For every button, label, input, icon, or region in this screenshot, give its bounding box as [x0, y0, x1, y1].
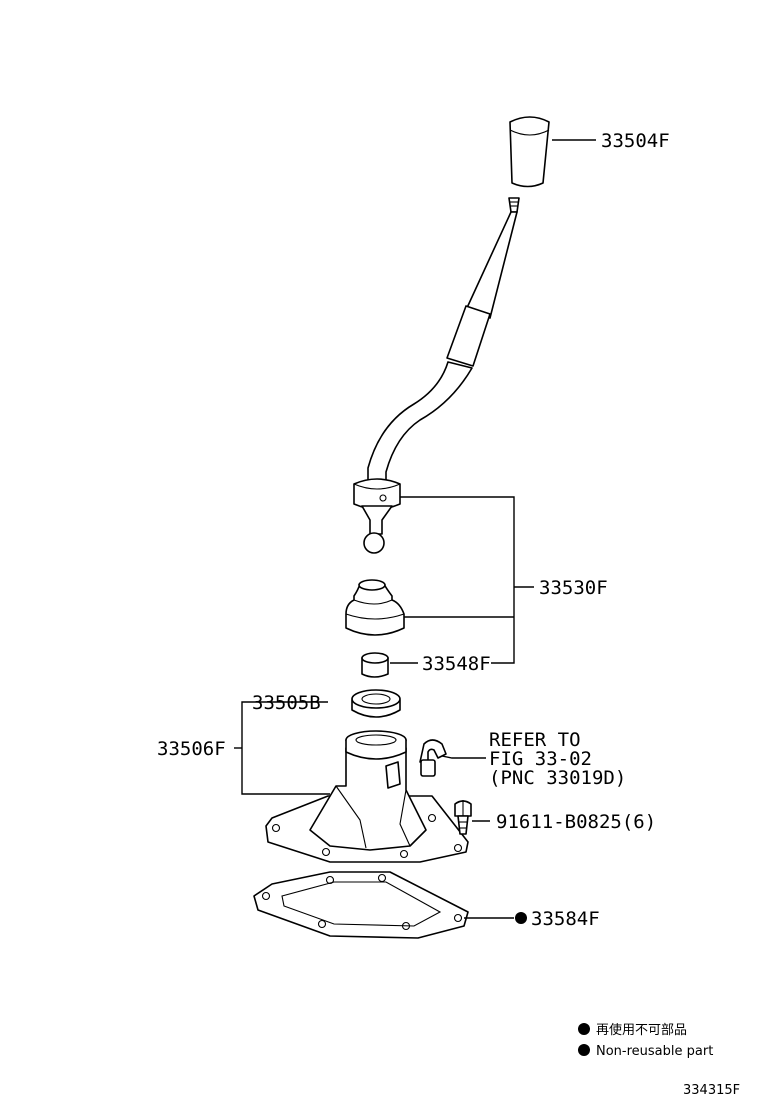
retainer-housing-part	[265, 730, 469, 863]
boot-part	[345, 579, 405, 636]
callout-refer-line1: REFER TO	[489, 729, 581, 751]
non-reusable-marker-icon	[515, 912, 527, 924]
callout-seat: 33505B	[252, 692, 321, 714]
legend-jp: 再使用不可部品	[596, 1022, 687, 1038]
figure-id: 334315F	[683, 1083, 740, 1098]
callout-bolt: 91611-B0825(6)	[496, 811, 656, 833]
shift-knob-part	[509, 116, 550, 188]
callout-lever: 33530F	[539, 577, 608, 599]
leader-lines	[234, 139, 596, 919]
callout-knob: 33504F	[601, 130, 670, 152]
bushing-part	[361, 652, 389, 678]
callout-bushing: 33548F	[422, 653, 491, 675]
legend-en: Non-reusable part	[596, 1044, 713, 1059]
callout-gasket: 33584F	[531, 908, 600, 930]
callout-retainer: 33506F	[157, 738, 226, 760]
bolt-part	[454, 800, 472, 835]
callout-refer-line2: FIG 33-02	[489, 748, 592, 770]
elbow-fitting-part	[419, 739, 447, 777]
legend: 再使用不可部品 Non-reusable part	[578, 1022, 713, 1059]
legend-bullet-icon	[578, 1044, 590, 1056]
legend-bullet-icon	[578, 1023, 590, 1035]
shift-lever-part	[353, 197, 520, 554]
gasket-part	[253, 871, 469, 939]
callout-refer-line3: (PNC 33019D)	[489, 767, 626, 789]
seat-part	[351, 689, 401, 718]
